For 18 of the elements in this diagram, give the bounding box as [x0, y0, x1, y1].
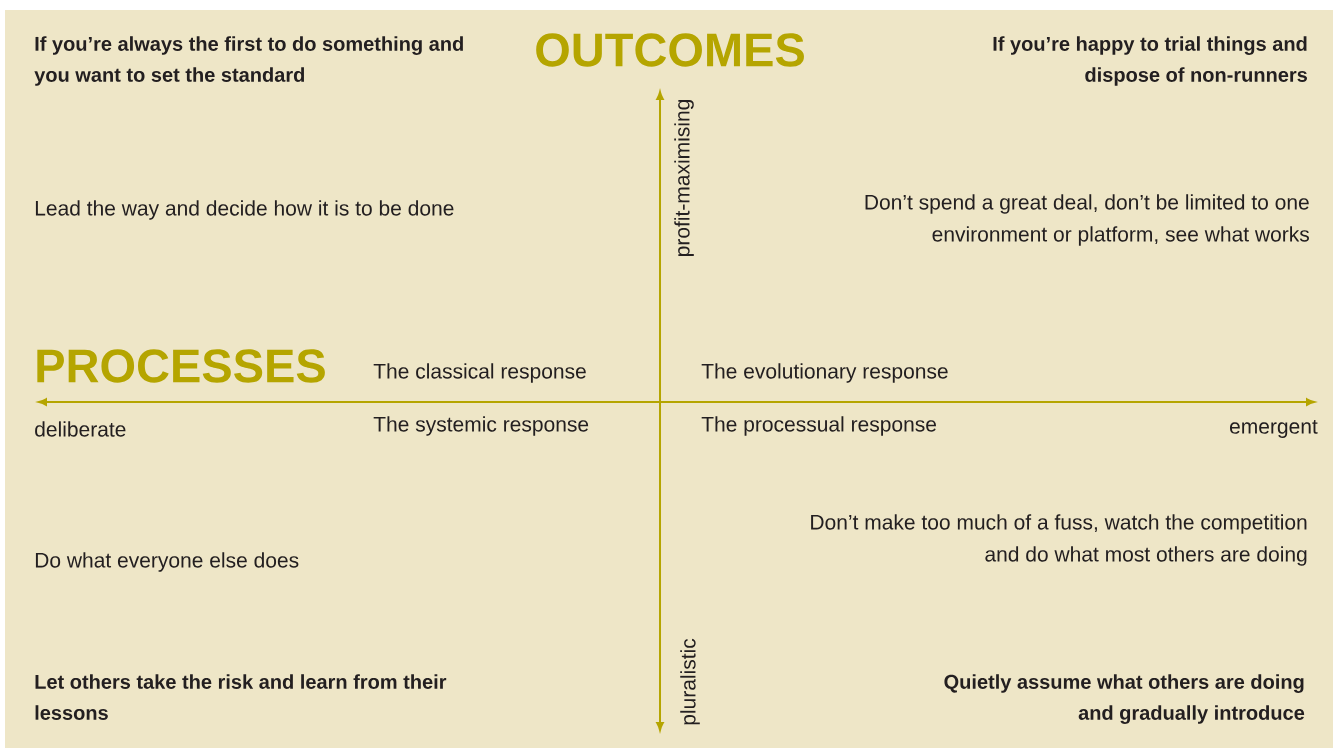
- quadrant-heading: If you’re happy to trial things and dispose of non-runners: [993, 36, 1307, 86]
- axis-heading: PROCESSES: [37, 349, 325, 383]
- quadrant-title: The systemic response: [373, 416, 589, 436]
- axis-label: emergent: [1230, 420, 1318, 438]
- quadrant-title: The evolutionary response: [701, 363, 948, 383]
- quadrant-heading: Let others take the risk and learn from their lessons: [35, 674, 447, 720]
- axis-label: pluralistic: [680, 638, 700, 725]
- axis-label: deliberate: [35, 421, 126, 437]
- quadrant-text: Don’t spend a great deal, don’t be limited to one environment or platform, see what works: [865, 194, 1309, 246]
- quadrant-heading: Quietly assume what others are doing and gradually introduce: [944, 674, 1305, 724]
- quadrant-title: The processual response: [701, 416, 936, 436]
- quadrant-title: The classical response: [373, 363, 586, 383]
- axis-heading: OUTCOMES: [536, 33, 804, 67]
- quadrant-text: Do what everyone else does: [35, 552, 299, 572]
- axis-label: profit-maximising: [674, 100, 694, 256]
- quadrant-text: Don’t make too much of a fuss, watch the competition and do what most others are doing: [811, 514, 1307, 566]
- quadrant-text: Lead the way and decide how it is to be done: [35, 200, 454, 220]
- quadrant-heading: If you’re always the first to do something and you want to set the standard: [34, 36, 463, 86]
